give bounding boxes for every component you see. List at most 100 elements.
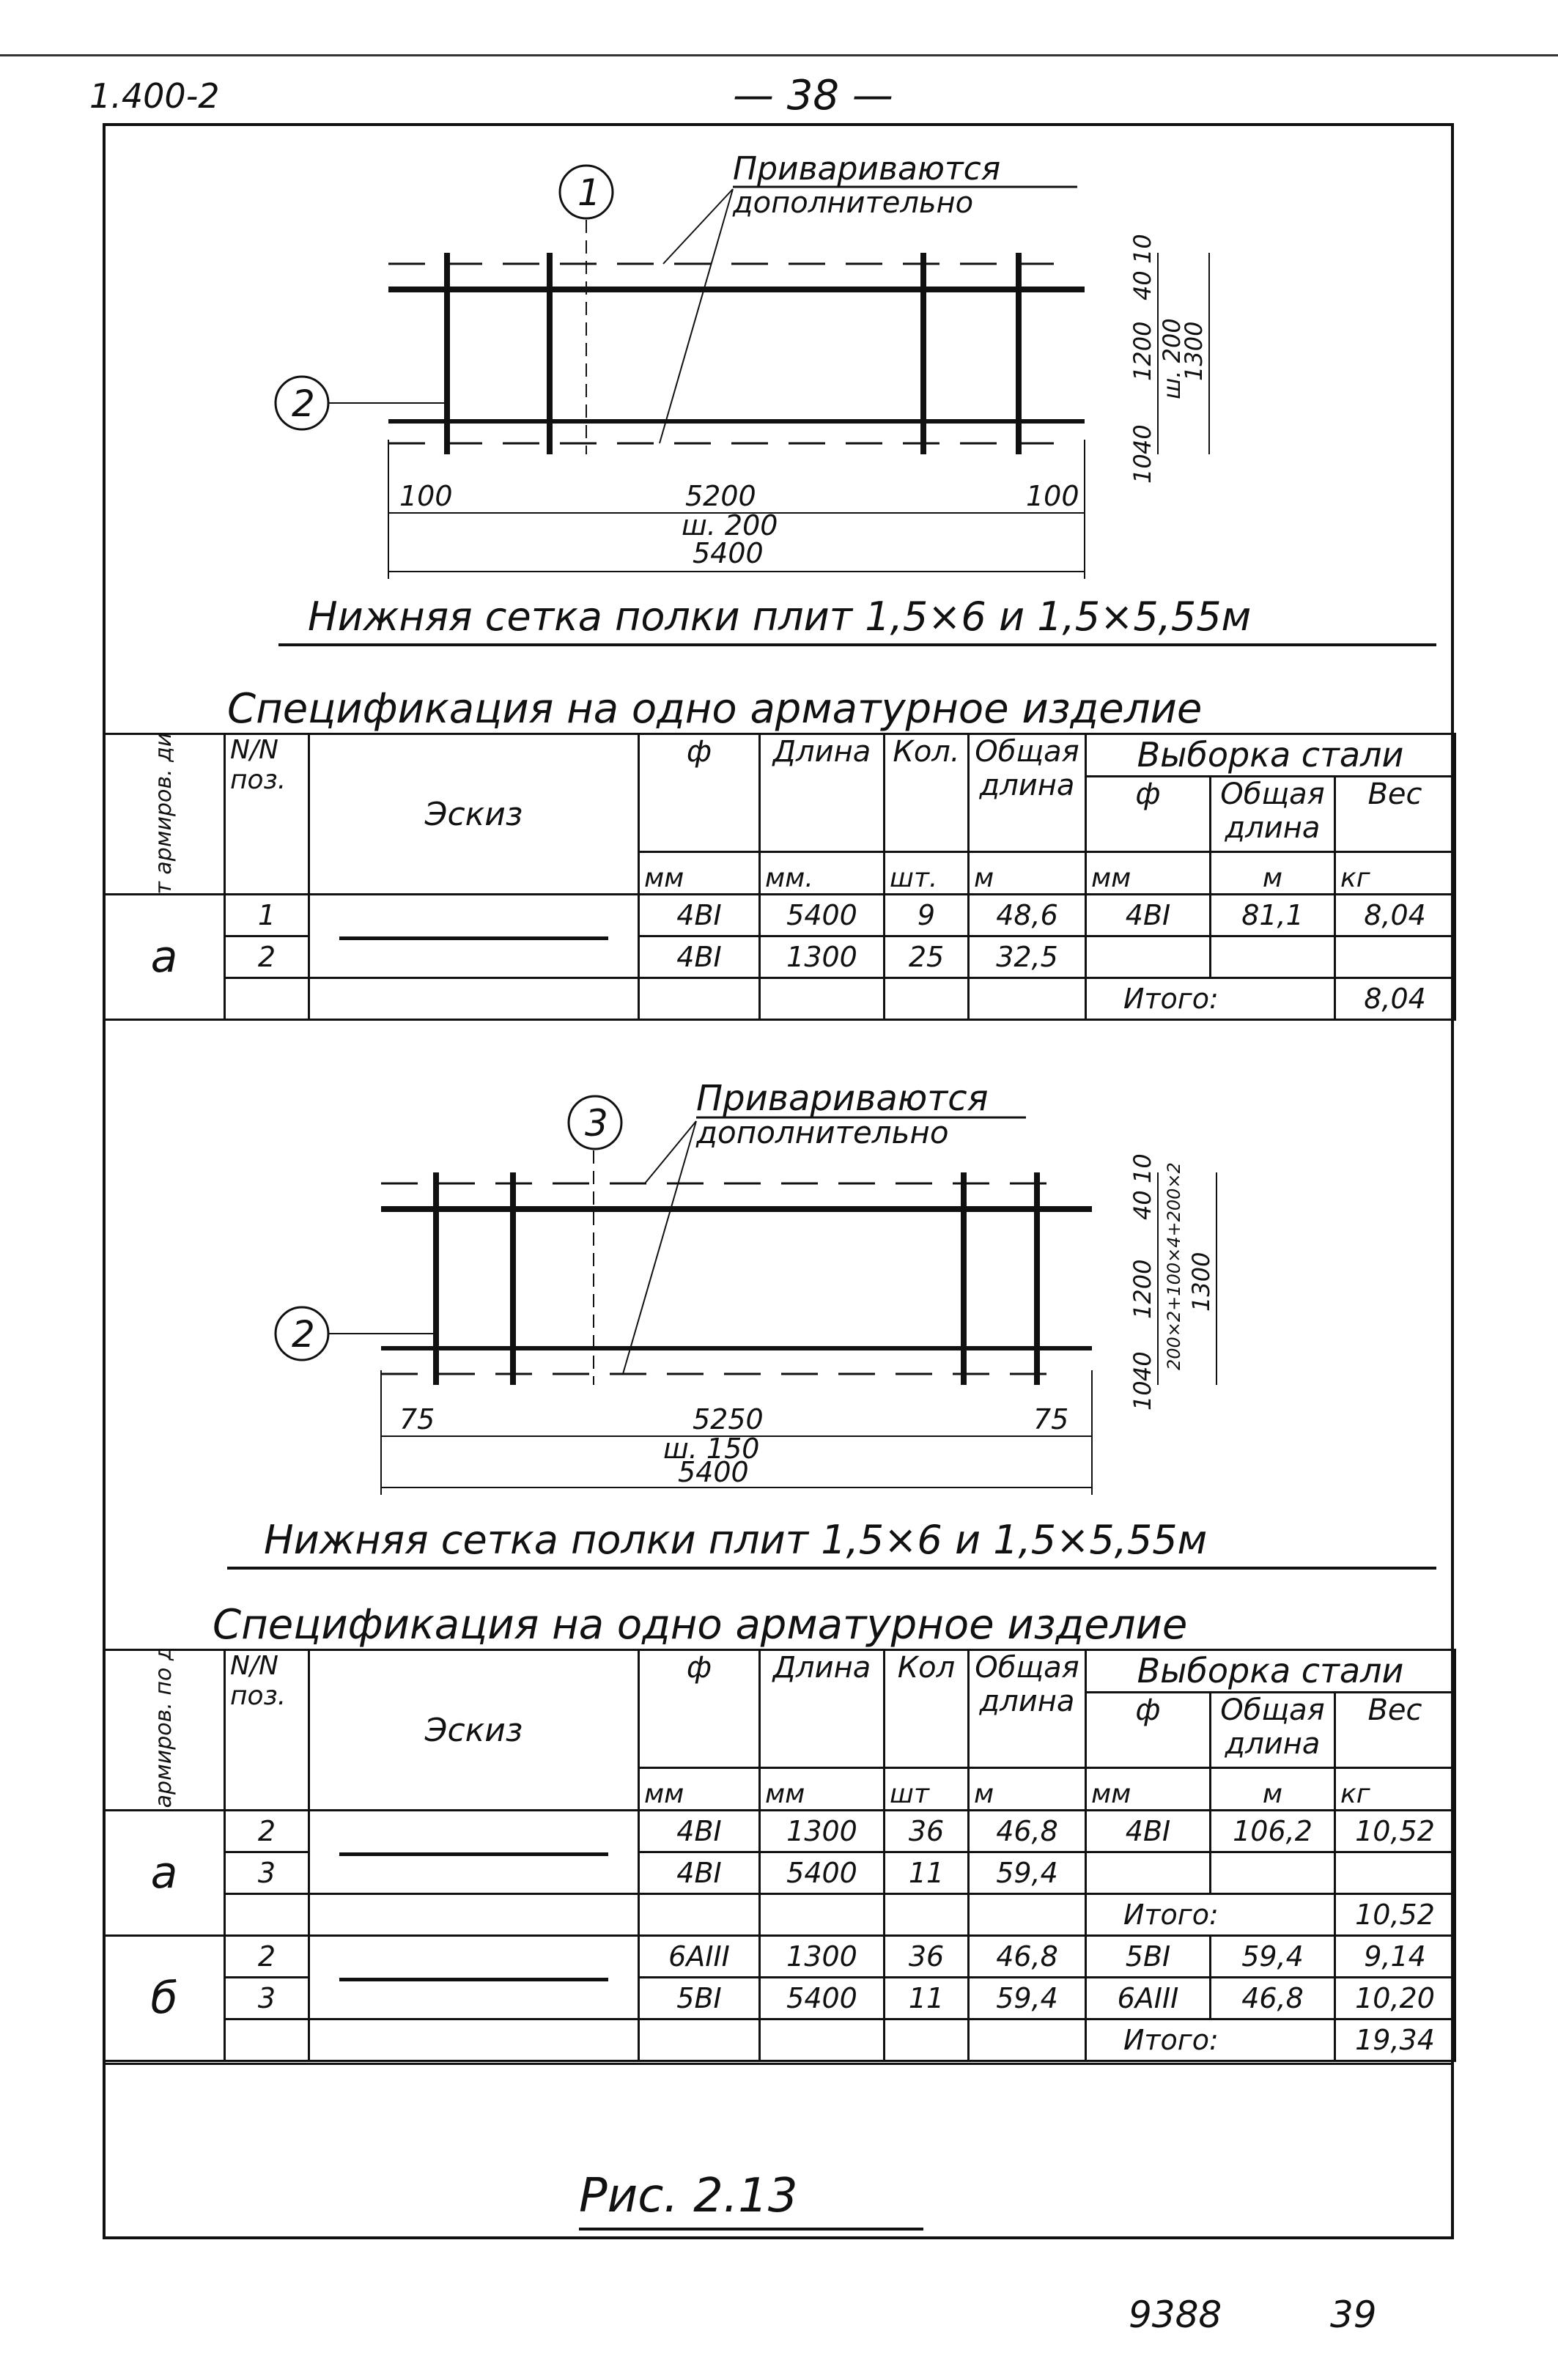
spec2-itogo-b: Итого: <box>1085 2018 1336 2062</box>
cell-total: 32,5 <box>967 935 1087 979</box>
cell-len: 1300 <box>758 1934 885 1978</box>
spec1-itogo: Итого: <box>1085 977 1336 1021</box>
spec2-unit-kg: кг <box>1333 1767 1457 1811</box>
spec2-unit-pcs: шт <box>883 1767 970 1811</box>
spec2-col-weight: Вес <box>1333 1690 1457 1770</box>
note-line1b: Привариваются <box>696 1078 988 1119</box>
dim-v-40-bottom-b: 40 <box>1129 1351 1156 1381</box>
dim-v-10-top: 10 <box>1129 234 1156 264</box>
cell-weight: 10,52 <box>1333 1809 1457 1853</box>
spec2-unit-mm3: мм <box>1085 1767 1211 1811</box>
table-row: а 1 4BI 5400 9 48,6 4BI 81,1 8,04 <box>103 893 1457 1021</box>
spec1-col-total: Общая длина <box>967 732 1087 854</box>
spec2-unit-m2: м <box>1209 1767 1336 1811</box>
cell-total: 59,4 <box>967 1976 1087 2020</box>
cell-weight: 10,20 <box>1333 1976 1457 2020</box>
cell-weight <box>1333 1851 1457 1895</box>
dim-left-75: 75 <box>399 1403 435 1435</box>
cell-len: 5400 <box>758 893 885 937</box>
caption-underline <box>579 2228 923 2231</box>
sketch-bar <box>339 1977 608 1981</box>
spec1-variant-a: а <box>103 893 226 1021</box>
spec1-col-qty: Кол. <box>883 732 970 854</box>
cell-sel-d <box>1085 1851 1211 1895</box>
dim-span-b: 5250 <box>693 1403 764 1435</box>
cell-qty: 36 <box>883 1809 970 1853</box>
cell-sel-d: 5BI <box>1085 1934 1211 1978</box>
spec1-col-d: ф <box>638 732 761 854</box>
sketch-bar <box>339 1852 608 1856</box>
cell-d: 5BI <box>638 1976 761 2020</box>
spec1-unit-pcs: шт. <box>883 851 970 895</box>
page-frame <box>103 123 1454 2239</box>
spec1-sketch-cell <box>308 893 640 979</box>
spec1-unit-mm3: мм <box>1085 851 1211 895</box>
dim-v-step: ш. 200 <box>1158 318 1186 399</box>
spec2-col-qty: Кол <box>883 1648 970 1770</box>
section-divider <box>103 1019 1454 1021</box>
dim-v-1300: 1300 <box>1180 322 1208 381</box>
spec2-title: Спецификация на одно арматурное изделие <box>213 1601 1188 1649</box>
dim-v-step-b: 200×2+100×4+200×2 <box>1164 1162 1184 1370</box>
footer-page: 39 <box>1330 2294 1377 2336</box>
dim-v-10-bottom: 10 <box>1129 454 1156 484</box>
sketch-bar <box>339 936 608 940</box>
cell-total: 46,8 <box>967 1934 1087 1978</box>
spec2-itogo-a: Итого: <box>1085 1893 1336 1937</box>
spec1-col-weight: Вес <box>1333 775 1457 854</box>
spec1-col-sel: Выборка стали <box>1084 733 1457 777</box>
dim-v-40-top: 40 <box>1129 270 1156 300</box>
cell-sel-d: 4BI <box>1085 893 1211 937</box>
note-line1: Привариваются <box>733 150 1000 188</box>
spec1-unit-m2: м <box>1209 851 1336 895</box>
spec2-itogo-a-val: 10,52 <box>1333 1893 1457 1937</box>
spec1-unit-kg: кг <box>1333 851 1457 895</box>
figure-caption: Рис. 2.13 <box>579 2169 798 2223</box>
cell-len: 5400 <box>758 1851 885 1895</box>
spec2-col-d: ф <box>638 1648 761 1770</box>
table-row-itogo: Итого: 19,34 <box>104 2018 1457 2062</box>
cell-d: 4BI <box>638 935 761 979</box>
spec1-col-sel-d: ф <box>1085 775 1211 854</box>
dim-v-40-top-b: 40 <box>1129 1190 1156 1220</box>
page-number: — 38 — <box>733 72 893 119</box>
note-line2b: дополнительно <box>695 1115 949 1150</box>
spec2-col-pos: N/N поз. <box>224 1649 310 1811</box>
cell-sel-total: 106,2 <box>1209 1809 1336 1853</box>
dim-v-1300-b: 1300 <box>1187 1252 1215 1312</box>
spec2-itogo-b-val: 19,34 <box>1333 2018 1457 2062</box>
table-row: 2 4BI 1300 25 32,5 <box>104 935 1457 979</box>
spec2-table: Вариант армиров. по диаметру N/N поз. Эс… <box>103 1648 1457 2062</box>
cell-weight: 9,14 <box>1333 1934 1457 1978</box>
dim-v-1200-b: 1200 <box>1129 1260 1156 1319</box>
cell-sel-total: 81,1 <box>1209 893 1336 937</box>
spec1-col-sketch: Эскиз <box>308 733 640 895</box>
cell-weight <box>1333 935 1457 979</box>
spec2-col-sel-d: ф <box>1085 1690 1211 1770</box>
cell-len: 1300 <box>758 935 885 979</box>
dim-total: 5400 <box>693 537 764 569</box>
dim-left-100: 100 <box>399 480 453 512</box>
drawing-mid-title: Нижняя сетка полки плит 1,5×6 и 1,5×5,55… <box>264 1517 1207 1563</box>
spec2-sketch-cell-a <box>308 1809 640 1895</box>
cell-sel-total <box>1209 935 1336 979</box>
cell-pos: 2 <box>224 935 310 979</box>
spec2-unit-mm2: мм <box>758 1767 885 1811</box>
table-row: б 2 6AIII 1300 36 46,8 5BI 59,4 9,14 <box>103 1934 1457 2062</box>
cell-weight: 8,04 <box>1333 893 1457 937</box>
dim-v-10-bottom-b: 10 <box>1129 1381 1156 1411</box>
cell-sel-total: 46,8 <box>1209 1976 1336 2020</box>
cell-sel-total: 59,4 <box>1209 1934 1336 1978</box>
spec2-sketch-cell-b <box>308 1934 640 2020</box>
drawing-top-title: Нижняя сетка полки плит 1,5×6 и 1,5×5,55… <box>308 594 1251 640</box>
cell-qty: 11 <box>883 1976 970 2020</box>
cell-sel-d <box>1085 935 1211 979</box>
spec1-itogo-val: 8,04 <box>1333 977 1457 1021</box>
cell-pos: 2 <box>224 1809 310 1853</box>
drawing-mid: 3 2 Привариваются дополнительно 75 5250 … <box>227 1078 1436 1570</box>
cell-d: 6AIII <box>638 1934 761 1978</box>
cell-total: 59,4 <box>967 1851 1087 1895</box>
cell-sel-total <box>1209 1851 1336 1895</box>
cell-total: 46,8 <box>967 1809 1087 1853</box>
spec2-col-sel: Выборка стали <box>1084 1649 1457 1693</box>
